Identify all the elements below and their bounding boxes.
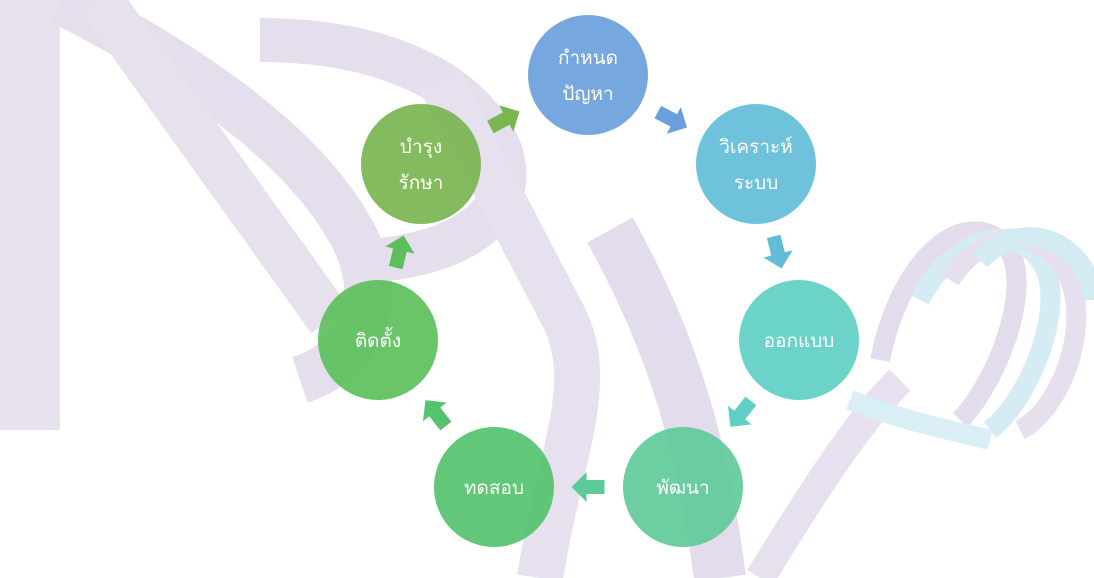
- node-circle: [739, 280, 859, 400]
- cycle-arrow-7: [487, 105, 520, 134]
- cycle-arrow-6: [385, 235, 415, 270]
- node-circle: [434, 427, 554, 547]
- node-develop: พัฒนา: [623, 427, 743, 547]
- arrow-shape: [385, 235, 415, 270]
- node-label: ระบบ: [734, 172, 779, 194]
- node-label: ทดสอบ: [464, 477, 524, 499]
- arrow-shape: [763, 234, 793, 269]
- arrow-shape: [571, 472, 605, 502]
- node-label: พัฒนา: [656, 477, 709, 499]
- arrow-shape: [487, 105, 520, 134]
- arrow-shape: [422, 400, 452, 431]
- arrow-layer: [385, 105, 793, 502]
- node-analyze-system: วิเคราะห์ระบบ: [696, 104, 816, 224]
- arrow-shape: [727, 396, 757, 427]
- node-label: วิเคราะห์: [719, 136, 793, 158]
- node-label: ออกแบบ: [764, 330, 835, 352]
- cycle-arrow-1: [654, 105, 688, 134]
- node-circle: [696, 104, 816, 224]
- cycle-arrow-2: [763, 234, 793, 269]
- node-label: บำรุง: [400, 136, 442, 159]
- cycle-arrow-5: [422, 400, 452, 431]
- node-label: รักษา: [399, 172, 444, 194]
- node-label: กำหนด: [558, 47, 618, 69]
- arrow-shape: [654, 105, 688, 134]
- node-test: ทดสอบ: [434, 427, 554, 547]
- node-circle: [361, 104, 481, 224]
- node-circle: [623, 427, 743, 547]
- cycle-arrow-3: [727, 396, 757, 427]
- cycle-arrow-4: [571, 472, 605, 502]
- node-circle: [528, 15, 648, 135]
- node-design: ออกแบบ: [739, 280, 859, 400]
- node-maintain: บำรุงรักษา: [361, 104, 481, 224]
- node-label: ติดตั้ง: [355, 327, 401, 352]
- node-circle: [318, 280, 438, 400]
- watermark-swirl: [846, 221, 1094, 450]
- node-label: ปัญหา: [562, 83, 613, 105]
- node-install: ติดตั้ง: [318, 280, 438, 400]
